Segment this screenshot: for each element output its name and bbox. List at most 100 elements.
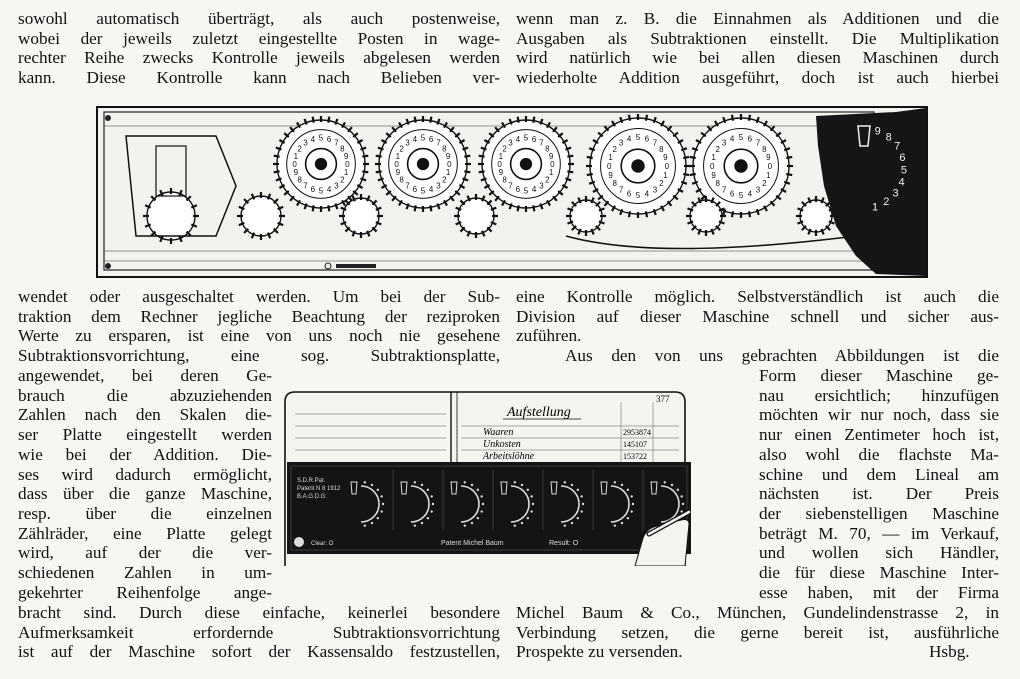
text-line: kann. Diese Kontrolle kann nach Belieben…	[18, 68, 500, 88]
signature-text: Hsbg.	[929, 642, 970, 661]
svg-text:5: 5	[739, 133, 744, 142]
text-line: beträgt M. 70, — im Verkauf,	[759, 523, 999, 543]
svg-text:1: 1	[766, 171, 771, 180]
text-left-mid: wendet oder ausgeschaltet werden. Um bei…	[18, 287, 500, 366]
text-line: wobei der jeweils zuletzt eingestellte P…	[18, 28, 500, 48]
svg-text:9: 9	[446, 152, 451, 161]
svg-text:6: 6	[730, 189, 735, 198]
svg-text:2: 2	[659, 179, 664, 188]
svg-text:1: 1	[663, 171, 668, 180]
svg-text:0: 0	[768, 162, 773, 171]
svg-text:6: 6	[311, 185, 316, 194]
svg-text:6: 6	[645, 135, 650, 144]
dial-number: 9	[875, 125, 881, 137]
text-left-top: sowohl automatisch überträgt, als auch p…	[18, 9, 500, 88]
ledger-row-amount: 2953874	[623, 428, 651, 437]
svg-text:8: 8	[399, 176, 404, 185]
text-line: Verbindung setzen, die gerne bereit ist,…	[516, 622, 999, 642]
svg-text:6: 6	[429, 135, 434, 144]
svg-text:6: 6	[748, 135, 753, 144]
svg-text:8: 8	[612, 179, 617, 188]
svg-text:2: 2	[297, 144, 302, 153]
svg-text:8: 8	[545, 144, 550, 153]
text-line: Prospekte zu versenden.	[516, 642, 683, 661]
svg-text:1: 1	[294, 152, 299, 161]
svg-text:5: 5	[524, 134, 529, 143]
svg-text:7: 7	[722, 185, 727, 194]
svg-text:0: 0	[550, 160, 555, 169]
text-line: rechter Reihe zwecks Kontrolle jeweils a…	[18, 48, 500, 68]
text-line: die für diese Maschine Inter-	[759, 563, 999, 583]
svg-text:6: 6	[413, 185, 418, 194]
text-line: wendet oder ausgeschaltet werden. Um bei…	[18, 287, 500, 306]
dial-number: 3	[892, 188, 898, 200]
svg-text:3: 3	[303, 139, 308, 148]
text-line: ses wird dadurch ermöglicht,	[18, 464, 272, 484]
text-right-last: Prospekte zu versenden.	[516, 642, 683, 662]
svg-text:4: 4	[748, 189, 753, 198]
text-line: angewendet, bei deren Ge-	[18, 366, 272, 385]
text-line: Zahlen nach den Skalen die-	[18, 405, 272, 425]
svg-text:4: 4	[429, 185, 434, 194]
plate-illustration: Aufstellung 377 Waaren Unkosten Arbeitsl…	[284, 391, 694, 567]
svg-text:5: 5	[421, 134, 426, 143]
svg-text:4: 4	[730, 135, 735, 144]
svg-text:2: 2	[340, 176, 345, 185]
svg-text:3: 3	[722, 139, 727, 148]
text-line: schiedenen Zahlen in um-	[18, 563, 272, 583]
text-line: Aufmerksamkeit erfordernde Subtraktionsv…	[18, 622, 500, 642]
svg-text:3: 3	[334, 181, 339, 190]
figure-subtraction-plate: Aufstellung 377 Waaren Unkosten Arbeitsl…	[281, 388, 694, 567]
svg-text:9: 9	[344, 152, 349, 161]
text-line: möchten wir nur noch, dass sie	[759, 405, 999, 425]
text-line: nächsten ist. Der Preis	[759, 484, 999, 504]
svg-text:1: 1	[499, 152, 504, 161]
plate-label: S.D.R.Pat.	[297, 478, 326, 484]
svg-text:0: 0	[394, 160, 399, 169]
text-line: wird, auf der die ver-	[18, 543, 272, 563]
svg-text:4: 4	[311, 135, 316, 144]
svg-text:1: 1	[396, 152, 401, 161]
svg-text:3: 3	[508, 139, 513, 148]
svg-text:7: 7	[539, 139, 544, 148]
signature: Hsbg.	[929, 642, 970, 662]
svg-text:4: 4	[627, 135, 632, 144]
text-line: Ausgaben als Subtraktionen einstellt. Di…	[516, 28, 999, 48]
text-line: schine und dem Lineal am	[759, 464, 999, 484]
text-line: wenn man z. B. die Einnahmen als Additio…	[516, 9, 999, 28]
text-line: wie bei der Addition. Die-	[18, 444, 272, 464]
svg-text:5: 5	[739, 191, 744, 200]
ledger-row-label: Arbeitslöhne	[482, 451, 535, 462]
text-line: resp. über die einzelnen	[18, 503, 272, 523]
svg-text:7: 7	[756, 139, 761, 148]
dial-number: 2	[883, 196, 889, 208]
plate-label: Result: O	[549, 540, 579, 547]
svg-text:3: 3	[405, 139, 410, 148]
svg-text:9: 9	[396, 168, 401, 177]
text-line: sowohl automatisch überträgt, als auch p…	[18, 9, 500, 28]
text-line: Form dieser Maschine ge-	[759, 366, 999, 385]
svg-text:7: 7	[334, 139, 339, 148]
svg-text:7: 7	[619, 185, 624, 194]
svg-text:2: 2	[399, 144, 404, 153]
svg-text:6: 6	[327, 135, 332, 144]
svg-text:0: 0	[447, 160, 452, 169]
svg-text:5: 5	[421, 186, 426, 195]
ledger-row-amount: 145107	[623, 440, 647, 449]
text-line: Werte zu ersparen, ist eine von uns noch…	[18, 326, 500, 346]
svg-text:0: 0	[710, 162, 715, 171]
svg-text:5: 5	[319, 134, 324, 143]
text-line: brauch die abzuziehenden	[18, 385, 272, 405]
text-line: zuführen.	[516, 326, 582, 346]
svg-text:6: 6	[627, 189, 632, 198]
svg-text:5: 5	[524, 186, 529, 195]
text-line: wiederholte Addition ausgeführt, doch is…	[516, 68, 999, 88]
svg-text:3: 3	[756, 185, 761, 194]
text-right-bottom: Michel Baum & Co., München, Gundelindens…	[516, 603, 999, 642]
dial-number: 8	[886, 131, 892, 143]
svg-text:8: 8	[502, 176, 507, 185]
svg-text:0: 0	[497, 160, 502, 169]
svg-text:8: 8	[715, 179, 720, 188]
